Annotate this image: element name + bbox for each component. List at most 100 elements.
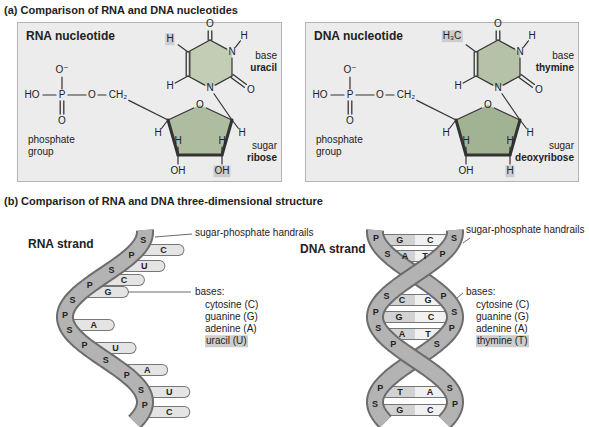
leader-line	[128, 292, 191, 293]
backbone-letter: S	[67, 325, 73, 335]
chemical-bond	[214, 94, 232, 120]
chemical-label: H	[218, 135, 225, 147]
chemical-bond	[188, 76, 205, 85]
chemical-bond	[177, 155, 178, 164]
backbone-letter: P	[377, 383, 383, 393]
base-letter: G	[424, 295, 431, 305]
chemical-bond	[519, 77, 532, 87]
chemical-bond	[351, 101, 352, 114]
base-letter: G	[395, 312, 402, 322]
sugar-phosphate-ribbon	[65, 230, 145, 422]
backbone-letter: P	[439, 249, 445, 259]
chemical-bond	[465, 155, 466, 164]
chemical-label: H	[154, 127, 161, 139]
base-letter: A	[90, 320, 97, 330]
chemical-label: H	[165, 33, 174, 45]
base-name: guanine (G)	[476, 311, 529, 323]
chemical-label: N	[494, 82, 501, 94]
chemical-label: H	[506, 135, 513, 147]
base-name: adenine (A)	[476, 323, 528, 335]
chemical-label: O	[535, 84, 543, 96]
base-letter: G	[396, 235, 403, 245]
chemical-label: OH	[459, 165, 474, 177]
chemical-label: OH	[214, 165, 231, 177]
chemical-bond	[386, 94, 394, 95]
backbone-letter: P	[390, 339, 396, 349]
base-name: adenine (A)	[205, 323, 257, 335]
base-letter: U	[166, 387, 173, 397]
base-letter: U	[112, 343, 119, 353]
chemical-label: P	[59, 89, 66, 101]
backbone-letter: S	[434, 339, 440, 349]
backbone-letter: S	[383, 291, 389, 301]
base-letter: C	[166, 407, 173, 417]
chemical-bond	[233, 75, 246, 85]
chemical-bond	[496, 31, 497, 40]
chemical-label: P	[347, 89, 354, 101]
chemical-bond	[175, 76, 188, 83]
panel-ground	[17, 22, 282, 182]
chemical-label: sugar	[252, 140, 277, 152]
chemical-label: H	[166, 80, 173, 92]
backbone-letter: S	[451, 307, 457, 317]
chemical-label: group	[28, 146, 54, 158]
base-letter: A	[402, 251, 409, 261]
part-label: sugar-phosphate handrails	[195, 227, 313, 239]
backbone-letter: S	[109, 265, 115, 275]
chemical-label: CH₂	[397, 89, 415, 101]
leader-line	[155, 234, 192, 237]
base-ring	[188, 40, 232, 88]
backbone-letter: S	[447, 383, 453, 393]
chemical-label: N	[206, 82, 213, 94]
base-letter: A	[427, 387, 434, 397]
chemical-label: O⁻	[55, 64, 68, 76]
chemical-bond	[519, 58, 520, 76]
chemical-bond	[417, 100, 456, 120]
backbone-letter: P	[441, 291, 447, 301]
backbone-letter: P	[452, 399, 458, 409]
base-letter: G	[104, 287, 111, 297]
chemical-bond	[162, 120, 168, 128]
chemical-label: N	[228, 46, 235, 58]
panel-heading: (a) Comparison of RNA and DNA nucleotide…	[4, 4, 238, 17]
backbone-letter: S	[103, 355, 109, 365]
part-label: bases:	[195, 286, 224, 298]
chemical-bond	[98, 94, 106, 95]
strand-title: RNA strand	[28, 238, 94, 252]
chemical-bond	[498, 40, 515, 49]
chemical-bond	[60, 101, 61, 114]
backbone-letter: S	[372, 399, 378, 409]
chemical-bond	[463, 76, 476, 83]
chemical-bond	[61, 77, 62, 89]
chemical-bond	[186, 52, 187, 76]
base-letter: C	[427, 235, 434, 245]
chemical-bond	[477, 52, 478, 76]
base-name: uracil (U)	[205, 335, 248, 347]
strand-title: DNA strand	[300, 243, 366, 257]
chemical-bond	[231, 58, 232, 76]
sugar-ring	[168, 105, 232, 155]
chemical-bond	[215, 76, 232, 85]
chemical-bond	[129, 100, 168, 120]
chemical-label: phosphate	[28, 134, 75, 146]
chemical-bond	[177, 147, 178, 155]
base-letter: T	[397, 387, 403, 397]
chemical-label: group	[316, 146, 342, 158]
chemical-bond	[236, 41, 241, 47]
chemical-bond	[221, 155, 222, 164]
base-letter: A	[144, 365, 151, 375]
backbone-letter: P	[124, 370, 130, 380]
backbone-letter: S	[138, 385, 144, 395]
base-letter: T	[425, 329, 431, 339]
base-name: cytosine (C)	[205, 299, 258, 311]
chemical-bond	[178, 45, 188, 52]
chemical-bond	[63, 101, 64, 114]
chemical-bond	[43, 94, 56, 95]
chemical-label: thymine	[536, 62, 574, 74]
chemical-label: H	[240, 30, 247, 42]
chemical-label: O	[88, 89, 96, 101]
chemical-label: H	[442, 127, 449, 139]
chemical-bond	[509, 147, 510, 155]
chemical-bond	[456, 108, 482, 120]
chemical-label: O	[196, 99, 204, 111]
